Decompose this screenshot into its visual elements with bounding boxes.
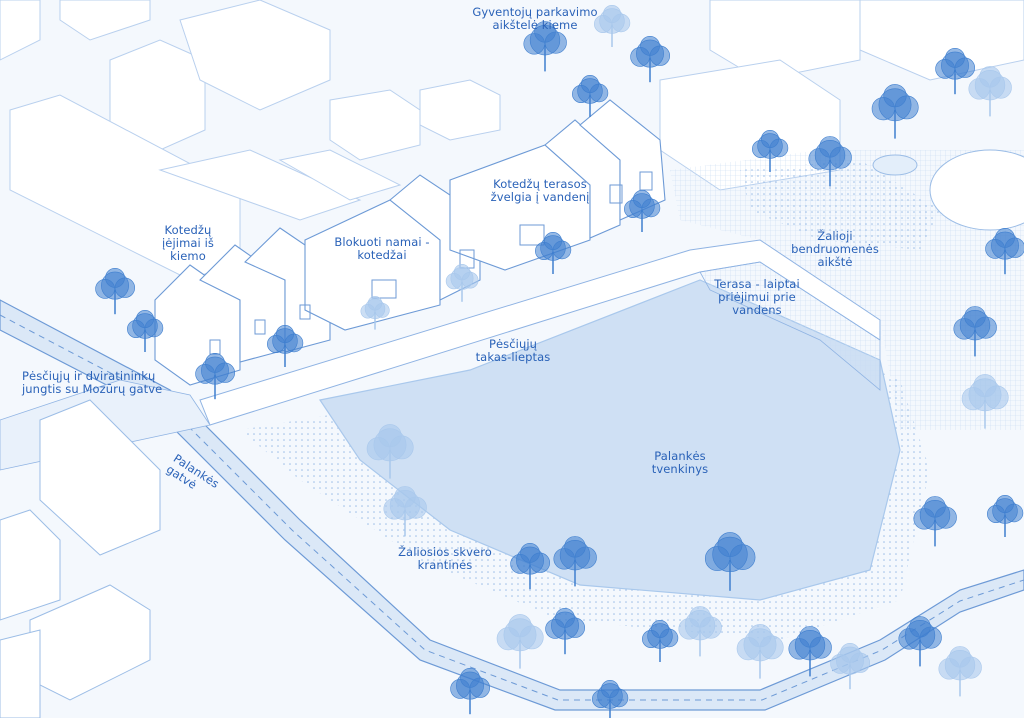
label-cottage-entrances: Kotedžų įėjimai iš kiemo bbox=[162, 223, 214, 263]
tree bbox=[968, 66, 1012, 117]
tree bbox=[510, 543, 551, 590]
tree bbox=[523, 21, 567, 72]
plaza-dots bbox=[740, 160, 940, 250]
trees bbox=[95, 5, 1024, 718]
fountain bbox=[872, 154, 918, 176]
tree bbox=[871, 84, 919, 139]
palankes-street bbox=[0, 299, 1024, 711]
tree bbox=[267, 325, 304, 367]
tree bbox=[594, 5, 631, 47]
label-connection: Pėsčiųjų ir dviratininkų jungtis su Mozū… bbox=[22, 369, 163, 396]
tree bbox=[496, 614, 544, 669]
label-pond: Palankės tvenkinys bbox=[651, 449, 709, 476]
tree bbox=[360, 295, 390, 330]
tree bbox=[553, 536, 597, 587]
label-parking: Gyventojų parkavimo aikštelė kieme bbox=[472, 5, 598, 32]
tree bbox=[938, 646, 982, 697]
tree bbox=[961, 374, 1009, 429]
label-pedestrian-path: Pėsčiųjų takas-lieptas bbox=[475, 337, 551, 364]
tree bbox=[445, 263, 479, 302]
tree bbox=[987, 495, 1024, 537]
label-green-square: Žalioji bendruomenės aikštė bbox=[791, 229, 879, 269]
label-cottage-terraces: Kotedžų terasos žvelgia į vandenį bbox=[490, 177, 590, 204]
tree bbox=[808, 136, 852, 187]
stairs-terrace bbox=[699, 261, 881, 391]
community-plaza bbox=[670, 150, 1024, 430]
label-banks: Žaliosios skvero krantinės bbox=[398, 545, 492, 572]
tree bbox=[935, 48, 976, 95]
tree bbox=[898, 616, 942, 667]
tree bbox=[736, 624, 784, 679]
street-lane bbox=[0, 314, 1024, 701]
tree bbox=[592, 680, 629, 718]
label-blocked-houses: Blokuoti namai - kotedžai bbox=[334, 235, 430, 262]
tree bbox=[95, 268, 136, 315]
tree bbox=[630, 36, 671, 83]
tree bbox=[195, 353, 236, 400]
tree bbox=[572, 75, 609, 117]
tree bbox=[642, 620, 679, 662]
tree bbox=[678, 606, 722, 657]
tree bbox=[450, 668, 491, 715]
tree bbox=[788, 626, 832, 677]
tree bbox=[752, 130, 789, 172]
tree bbox=[366, 424, 414, 479]
tree bbox=[535, 232, 572, 274]
tree bbox=[545, 608, 586, 655]
label-stairs-terrace: Terasa - laiptai priėjimui prie vandens bbox=[714, 277, 800, 317]
lower-left-buildings bbox=[0, 399, 161, 718]
tree bbox=[704, 532, 756, 591]
tree bbox=[383, 486, 427, 537]
tree bbox=[624, 190, 661, 232]
tree bbox=[953, 306, 997, 357]
tree bbox=[985, 228, 1024, 275]
round-plaza bbox=[929, 149, 1024, 231]
background-buildings bbox=[0, 0, 1024, 281]
tree bbox=[127, 310, 164, 352]
tree bbox=[830, 643, 871, 690]
tree bbox=[913, 496, 957, 547]
